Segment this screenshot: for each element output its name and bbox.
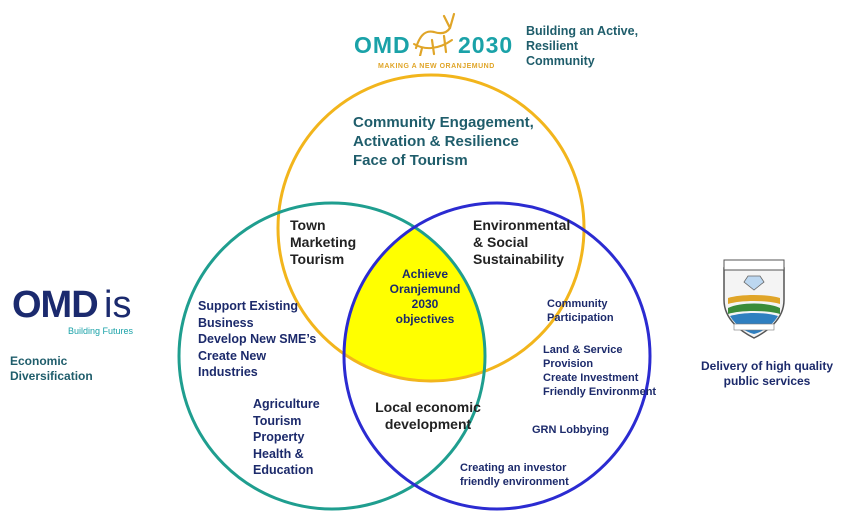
bottom-overlap-text: Local economic development xyxy=(375,399,481,432)
header-tagline: Building an Active, Resilient Community xyxy=(526,24,639,68)
springbok-icon xyxy=(413,12,456,56)
omdis-main: OMD xyxy=(12,284,99,326)
top-left-overlap-text: Town Marketing Tourism xyxy=(290,217,357,267)
crest-icon xyxy=(723,259,785,339)
left-circle xyxy=(177,201,487,511)
omdis-logo: OMD is Building Futures xyxy=(12,284,152,344)
omdis-suffix: is xyxy=(104,284,132,326)
left-caption: Economic Diversification xyxy=(10,354,93,383)
logo-text-right: 2030 xyxy=(458,32,514,58)
logo-text-left: OMD xyxy=(354,32,411,58)
right-text-4: Creating an investor friendly environmen… xyxy=(460,462,569,488)
left-upper-text: Support Existing Business Develop New SM… xyxy=(198,299,317,379)
right-circle xyxy=(342,201,652,511)
center-objective-text: Achieve Oranjemund 2030 objectives xyxy=(389,267,461,326)
top-right-overlap-text: Environmental & Social Sustainability xyxy=(473,217,571,267)
right-text-1: Community Participation xyxy=(547,298,614,324)
top-circle-text: Community Engagement, Activation & Resil… xyxy=(353,114,534,169)
town-crest xyxy=(714,254,794,340)
right-caption: Delivery of high quality public services xyxy=(700,359,834,388)
right-text-2: Land & Service Provision Create Investme… xyxy=(543,344,657,398)
right-text-3: GRN Lobbying xyxy=(532,424,609,436)
logo-tagline: MAKING A NEW ORANJEMUND xyxy=(378,63,495,70)
center-overlap-fill xyxy=(344,203,485,381)
top-circle xyxy=(276,73,586,383)
omdis-sub: Building Futures xyxy=(68,326,134,336)
left-lower-text: Agriculture Tourism Property Health & Ed… xyxy=(253,397,320,477)
omd2030-logo: OMD 2030 MAKING A NEW ORANJEMUND xyxy=(352,4,512,74)
